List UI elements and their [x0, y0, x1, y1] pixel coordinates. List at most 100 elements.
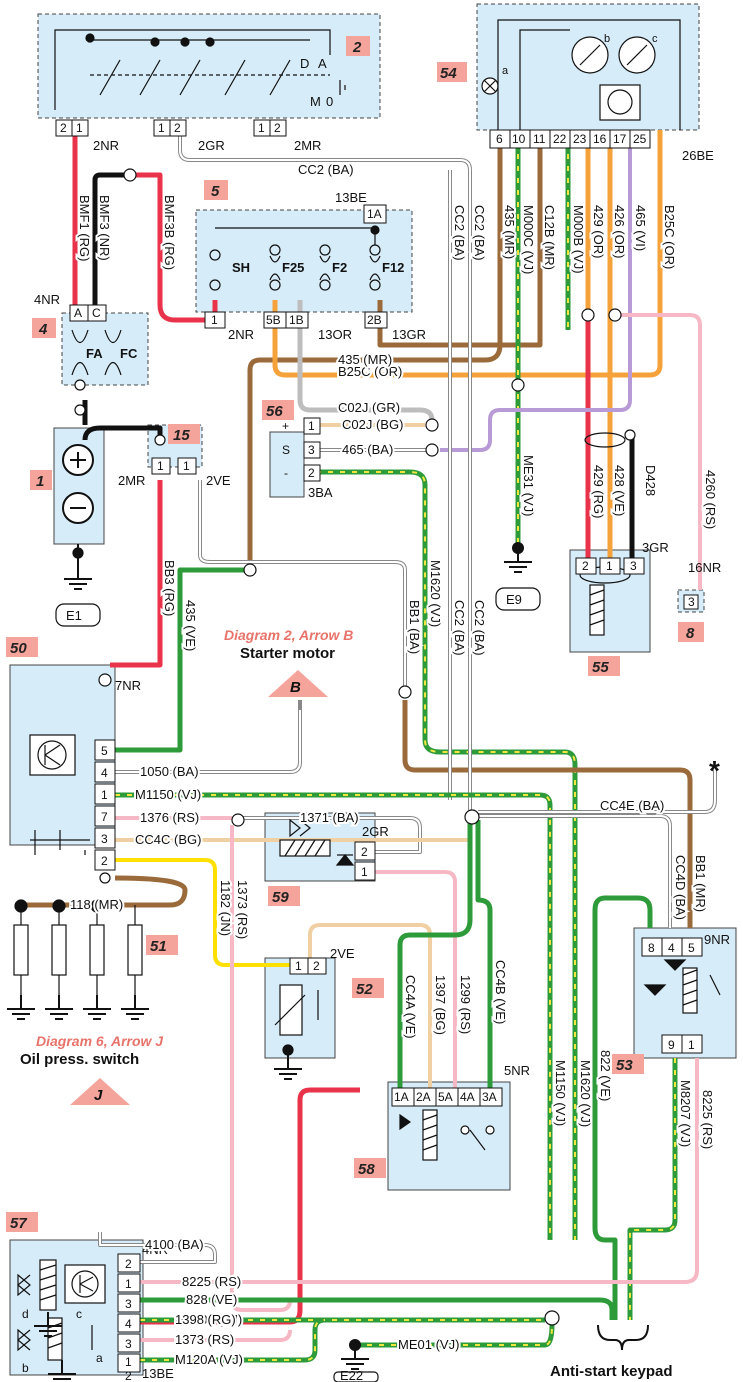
pin: 5A: [438, 1090, 453, 1104]
wire-label: 435 (VE): [183, 600, 198, 651]
pin: S: [282, 443, 290, 457]
pin: 22: [553, 132, 567, 146]
wire-label: C02J (BG): [342, 417, 403, 432]
badge-56: 56: [266, 403, 283, 420]
connector-labels: 2NR 2GR 2MR 26BE 13BE 4NR 2NR 13OR 13GR …: [34, 138, 730, 1381]
wire-label: CC2 (BA): [298, 162, 354, 177]
pin: 3A: [482, 1090, 497, 1104]
pin: 6: [496, 132, 503, 146]
pin: c: [76, 1307, 82, 1321]
fuse-f25: F25: [282, 260, 304, 275]
connector-label: 4NR: [34, 292, 60, 307]
pin: 2: [274, 121, 281, 135]
pin: 4: [101, 766, 108, 780]
wire-label: D428: [643, 465, 658, 496]
badge-4: 4: [38, 321, 48, 338]
wire-label: M1208 (VJ): [175, 1312, 242, 1327]
pin: 2: [101, 854, 108, 868]
wire-label: CC2 (BA): [472, 205, 487, 261]
wire-label: M000B (VJ): [571, 205, 586, 274]
pin: 1: [101, 788, 108, 802]
badge-50: 50: [10, 640, 27, 657]
starter-motor-label: Starter motor: [240, 645, 335, 662]
pin: 1: [361, 865, 368, 879]
pin: 2: [313, 959, 320, 973]
wire-labels-vertical: BMF1 (RG) BMF3 (NR) BMF3B (RG) CC2 (BA) …: [75, 193, 720, 1151]
pin: 5: [101, 744, 108, 758]
wire-label: B25C (OR): [662, 205, 677, 269]
pin: 1: [125, 1277, 132, 1291]
connector-label: 13OR: [318, 327, 352, 342]
badge-8: 8: [686, 625, 695, 642]
wire-label: 8225 (RS): [182, 1274, 241, 1289]
connector-label: 26BE: [682, 148, 714, 163]
diagram-2-ref: Diagram 2, Arrow B: [224, 627, 353, 643]
wire-label: B25C (OR): [338, 364, 402, 379]
wire-label: 435 (MR): [338, 352, 392, 367]
pin: 3: [688, 595, 695, 609]
connector-label: 13GR: [392, 327, 426, 342]
wire-label: BB1 (MR): [693, 855, 708, 912]
pin-labels: 2 1 1 2 1 2 6 10 11 22 23 16 17 25 1A 1 …: [22, 121, 695, 1382]
fuse-f12: F12: [382, 260, 404, 275]
wire-label-1398: 1398 (RG): [175, 1312, 236, 1327]
switch-label-d: D: [300, 56, 309, 71]
gauge-a: a: [502, 65, 509, 77]
wire-label: 4100 (BA): [145, 1237, 204, 1252]
connector-label: 2MR: [118, 473, 145, 488]
connector-label: 13BE: [335, 190, 367, 205]
arrow-j-letter: J: [94, 1087, 103, 1104]
pin: 23: [573, 132, 587, 146]
badge-54: 54: [440, 65, 457, 82]
wire-label: BB3 (RG): [162, 560, 177, 616]
pin: A: [74, 306, 82, 320]
wire-label: 465 (BA): [342, 442, 393, 457]
wire-label: BMF3 (NR): [97, 195, 112, 261]
pin: 8: [648, 941, 655, 955]
pin: d: [22, 1307, 29, 1321]
wire-label: M120A (VJ): [175, 1352, 243, 1367]
connector-label: 4NR: [142, 1242, 168, 1257]
wire-label: M1620 (VJ): [578, 1060, 593, 1127]
wire-label: 828 (VE): [186, 1292, 237, 1307]
wire-label: 822 (VE): [598, 1050, 613, 1101]
internal-labels: D A M 0 SH F25 F2 F12 FA FC a b c: [86, 33, 658, 361]
pin: 1: [258, 121, 265, 135]
pin: a: [96, 1351, 103, 1365]
wire-label: CC2 (BA): [452, 205, 467, 261]
fuse-sh: SH: [232, 260, 250, 275]
oil-press-switch-label: Oil press. switch: [20, 1051, 139, 1068]
pin: 2B: [367, 313, 382, 327]
badge-1: 1: [36, 473, 44, 490]
pin: 9: [668, 1038, 675, 1052]
pin: 1: [295, 959, 302, 973]
wire-label: BMF1 (RG): [77, 195, 92, 261]
switch-label-zero: 0: [326, 94, 333, 109]
badge-59: 59: [272, 889, 289, 906]
badge-2: 2: [352, 39, 362, 56]
wire-label: M000C (VJ): [521, 205, 536, 274]
switch-label-a: A: [318, 56, 327, 71]
wire-label: 435 (MR): [502, 205, 517, 259]
pin: 2A: [416, 1090, 431, 1104]
pin: 2: [361, 845, 368, 859]
connector-label: 3BA: [308, 485, 333, 500]
connector-label: 2GR: [198, 138, 225, 153]
wire-label: 465 (VI): [633, 205, 648, 251]
connector-label: 16NR: [688, 560, 721, 575]
arrow-b-triangle: [268, 670, 328, 697]
ignition-switch-panel: [37, 13, 381, 119]
badge-15: 15: [173, 427, 190, 444]
wire-label: BB1 (BA): [407, 600, 422, 654]
pin: 4: [125, 1317, 132, 1331]
asterisk-marker: *: [709, 755, 720, 786]
ground-symbols: [6, 542, 533, 1382]
connector-label: 2NR: [93, 138, 119, 153]
wire-label: CC4A (VE): [403, 975, 418, 1039]
ground-label-boxes: [55, 587, 541, 1382]
badge-53: 53: [616, 1057, 633, 1074]
connector-label: 5NR: [504, 1063, 530, 1078]
pin: 1: [76, 121, 83, 135]
badge-52: 52: [356, 981, 373, 998]
